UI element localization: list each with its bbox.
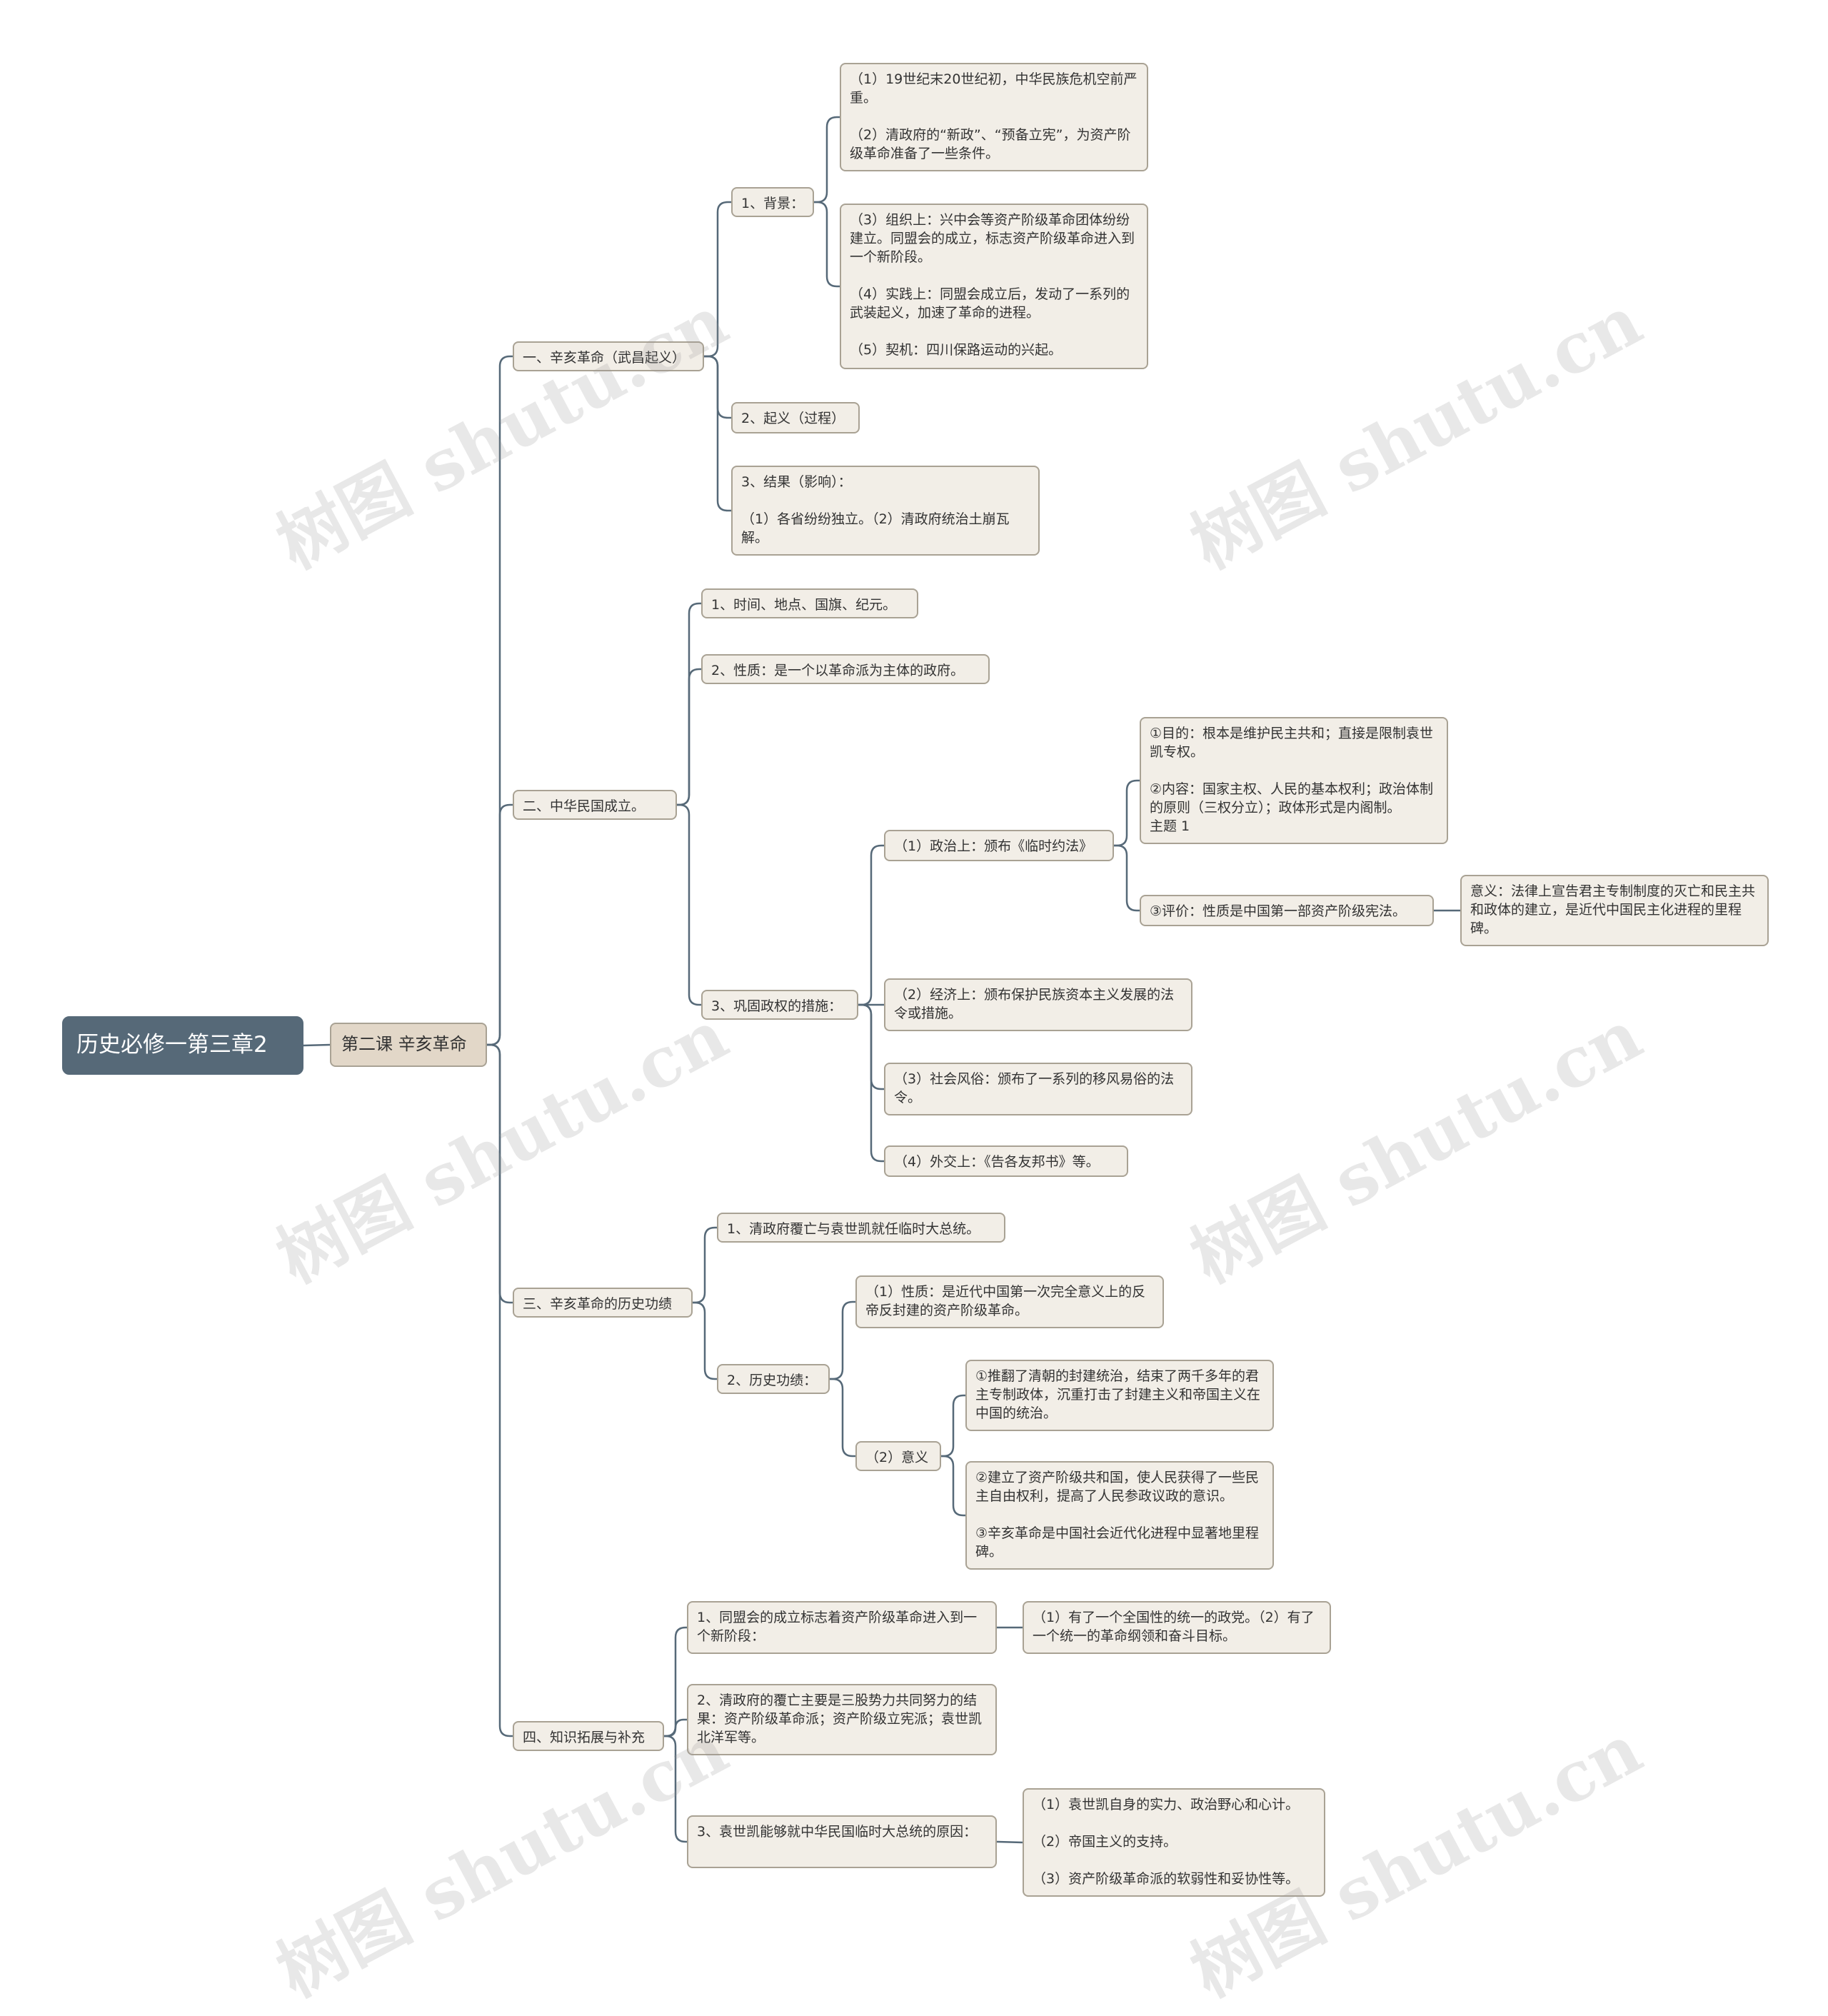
- yuan-presidency-reasons-topic[interactable]: 3、袁世凯能够就中华民国临时大总统的原因：: [687, 1815, 997, 1868]
- qing-fall-three-forces[interactable]: 2、清政府的覆亡主要是三股势力共同努力的结果：资产阶级革命派；资产阶级立宪派；袁…: [687, 1684, 997, 1755]
- significance-detail-2[interactable]: ②建立了资产阶级共和国，使人民获得了一些民主自由权利，提高了人民参政议政的意识。…: [965, 1461, 1274, 1570]
- revolution-nature[interactable]: （1）性质：是近代中国第一次完全意义上的反帝反封建的资产阶级革命。: [855, 1275, 1164, 1328]
- connector-line: [704, 355, 731, 512]
- background-detail-1[interactable]: （1）19世纪末20世纪初，中华民族危机空前严重。 （2）清政府的“新政”、“预…: [840, 63, 1148, 171]
- background-topic[interactable]: 1、背景：: [731, 187, 814, 217]
- consolidation-measures-topic[interactable]: 3、巩固政权的措施：: [701, 990, 858, 1020]
- connector-line: [830, 1378, 855, 1458]
- social-customs-measures[interactable]: （3）社会风俗：颁布了一系列的移风易俗的法令。: [884, 1063, 1192, 1115]
- connector-line: [830, 1300, 855, 1380]
- connector-line: [941, 1455, 965, 1517]
- background-detail-2[interactable]: （3）组织上：兴中会等资产阶级革命团体纷纷建立。同盟会的成立，标志资产阶级革命进…: [840, 204, 1148, 369]
- section-3-historic-achievements[interactable]: 三、辛亥革命的历史功绩: [513, 1288, 693, 1318]
- economic-measures[interactable]: （2）经济上：颁布保护民族资本主义发展的法令或措施。: [884, 978, 1192, 1031]
- connector-line: [677, 803, 701, 1006]
- connector-line: [858, 844, 884, 1006]
- connector-line: [1114, 779, 1140, 847]
- tongmenghui-significance-detail[interactable]: （1）有了一个全国性的统一的政党。（2）有了一个统一的革命纲领和奋斗目标。: [1023, 1601, 1331, 1654]
- diplomatic-measures[interactable]: （4）外交上：《告各友邦书》等。: [884, 1145, 1128, 1177]
- section-2-roc-founded[interactable]: 二、中华民国成立。: [513, 790, 677, 820]
- result-impact-topic[interactable]: 3、结果（影响）： （1）各省纷纷独立。（2）清政府统治土崩瓦解。: [731, 466, 1040, 556]
- connector-line: [814, 116, 840, 204]
- yuan-presidency-reasons-detail[interactable]: （1）袁世凯自身的实力、政治野心和心计。 （2）帝国主义的支持。 （3）资产阶级…: [1023, 1788, 1325, 1897]
- connector-line: [704, 201, 731, 358]
- political-provisional-constitution[interactable]: （1）政治上：颁布《临时约法》: [884, 830, 1114, 861]
- historic-achievements-topic[interactable]: 2、历史功绩：: [717, 1364, 830, 1394]
- revolution-significance-topic[interactable]: （2）意义: [855, 1441, 941, 1471]
- constitution-significance[interactable]: 意义：法律上宣告君主专制制度的灭亡和民主共和政体的建立，是近代中国民主化进程的里…: [1460, 875, 1769, 946]
- connector-line: [693, 1301, 717, 1380]
- connector-line: [487, 1043, 513, 1737]
- connector-line: [1114, 844, 1140, 912]
- connector-line: [814, 201, 840, 288]
- constitution-purpose-content[interactable]: ①目的：根本是维护民主共和；直接是限制袁世凯专权。 ②内容：国家主权、人民的基本…: [1140, 717, 1448, 844]
- constitution-evaluation[interactable]: ③评价：性质是中国第一部资产阶级宪法。: [1140, 895, 1434, 926]
- connector-line: [858, 1003, 884, 1163]
- qing-fall-yuan-presidency[interactable]: 1、清政府覆亡与袁世凯就任临时大总统。: [717, 1213, 1005, 1243]
- connector-lines: [303, 116, 1460, 1844]
- time-place-flag-era[interactable]: 1、时间、地点、国旗、纪元。: [701, 588, 918, 618]
- root-topic[interactable]: 历史必修一第三章2: [62, 1016, 303, 1075]
- connector-line: [693, 1226, 717, 1304]
- connector-line: [487, 803, 513, 1046]
- section-4-knowledge-extension[interactable]: 四、知识拓展与补充: [513, 1721, 664, 1751]
- tongmenghui-significance-topic[interactable]: 1、同盟会的成立标志着资产阶级革命进入到一个新阶段：: [687, 1601, 997, 1654]
- section-1-xinhai-revolution[interactable]: 一、辛亥革命（武昌起义）: [513, 341, 704, 371]
- significance-detail-1[interactable]: ①推翻了清朝的封建统治，结束了两千多年的君主专制政体，沉重打击了封建主义和帝国主…: [965, 1360, 1274, 1431]
- main-topic[interactable]: 第二课 辛亥革命: [330, 1023, 487, 1067]
- connector-line: [664, 1735, 687, 1843]
- connector-line: [664, 1718, 687, 1737]
- connector-line: [941, 1394, 965, 1458]
- uprising-process-topic[interactable]: 2、起义（过程）: [731, 402, 860, 433]
- government-nature[interactable]: 2、性质：是一个以革命派为主体的政府。: [701, 654, 990, 684]
- connector-line: [677, 668, 701, 806]
